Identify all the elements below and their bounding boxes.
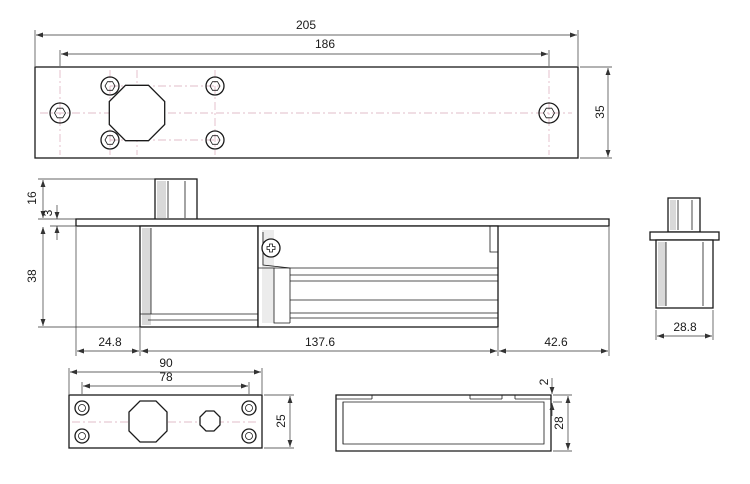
faceplate-view: 90 78 25 bbox=[68, 356, 294, 449]
lock-body bbox=[139, 225, 259, 328]
top-view: 205 186 35 bbox=[34, 18, 612, 159]
mounting-plate bbox=[34, 66, 579, 159]
dim-total-length: 205 bbox=[296, 18, 316, 32]
dim-keeper-thickness: 2 bbox=[537, 378, 551, 385]
lock-housing bbox=[257, 225, 499, 328]
faceplate bbox=[68, 394, 263, 449]
screw-upper-left-icon bbox=[100, 76, 120, 96]
screw-lower-left-icon bbox=[100, 130, 120, 150]
dim-body-height: 38 bbox=[25, 269, 39, 283]
dim-right-offset: 42.6 bbox=[544, 335, 568, 349]
bolt-flange bbox=[649, 231, 720, 241]
faceplate-screw-upper-left-icon bbox=[74, 400, 90, 416]
bolt-opening-octagon bbox=[108, 84, 166, 142]
screw-left-icon bbox=[49, 102, 71, 124]
faceplate-small-hole bbox=[199, 410, 221, 432]
side-view: 28.8 bbox=[649, 197, 720, 340]
dim-plate-width: 35 bbox=[593, 105, 607, 119]
screw-upper-right-icon bbox=[205, 76, 225, 96]
dim-body-length: 137.6 bbox=[305, 335, 335, 349]
dim-hole-spacing: 186 bbox=[315, 37, 335, 51]
screw-right-icon bbox=[538, 102, 560, 124]
faceplate-screw-lower-left-icon bbox=[74, 428, 90, 444]
screw-lower-right-icon bbox=[205, 130, 225, 150]
dim-faceplate-hole-spacing: 78 bbox=[159, 370, 173, 384]
keeper-view: 2 28 bbox=[335, 378, 572, 452]
front-plate bbox=[75, 218, 610, 227]
faceplate-bolt-hole bbox=[128, 400, 168, 443]
dim-left-offset: 24.8 bbox=[98, 335, 122, 349]
dim-bolt-projection: 16 bbox=[25, 191, 39, 205]
keeper-channel bbox=[335, 394, 552, 452]
dim-faceplate-length: 90 bbox=[159, 356, 173, 370]
dim-keeper-height: 28 bbox=[552, 416, 566, 430]
dim-bolt-diameter: 28.8 bbox=[673, 320, 697, 334]
dim-faceplate-width: 25 bbox=[274, 414, 288, 428]
front-view: 16 3 38 bbox=[25, 178, 610, 356]
phillips-screw-icon bbox=[261, 238, 281, 258]
faceplate-screw-upper-right-icon bbox=[241, 400, 257, 416]
faceplate-screw-lower-right-icon bbox=[241, 428, 257, 444]
dim-plate-thickness: 3 bbox=[41, 209, 55, 216]
